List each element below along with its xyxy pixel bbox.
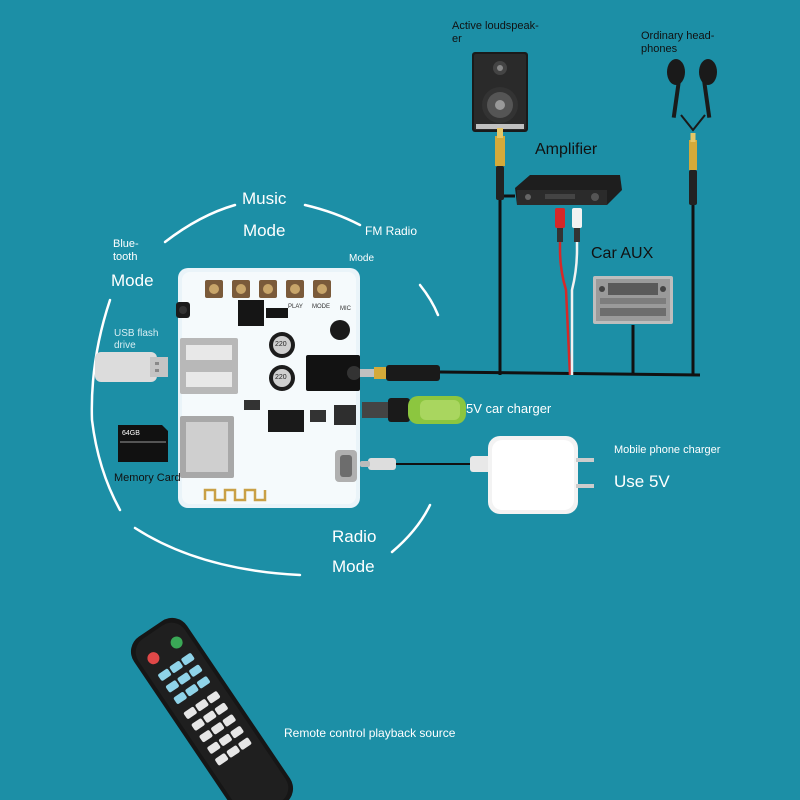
rca-plugs-icon	[555, 208, 582, 242]
amplifier-label: Amplifier	[535, 141, 598, 158]
arc-bottom-right	[390, 503, 432, 554]
mode-arcs	[90, 203, 440, 577]
sd-card-capacity: 64GB	[122, 430, 140, 437]
microphone-icon	[330, 320, 350, 340]
loudspeaker-icon	[472, 52, 528, 132]
remote-control-label: Remote control playback source	[284, 726, 456, 740]
phone-charger-icon	[360, 436, 594, 514]
amplifier-icon	[515, 175, 622, 205]
bluetooth-antenna-trace	[203, 488, 267, 502]
car-stereo-icon	[593, 276, 673, 324]
capacitor-label-1: 220	[275, 341, 287, 348]
rca-cables	[558, 210, 579, 376]
arc-bottom-left	[133, 526, 302, 577]
headphones-icon	[667, 59, 717, 132]
music-mode-label: Music Mode	[242, 189, 287, 240]
fm-radio-label: FM Radio	[365, 224, 418, 238]
board-silk-mic: MIC	[340, 306, 351, 312]
car-aux-label: Car AUX	[591, 245, 654, 262]
board-silk-mode: MODE	[312, 304, 330, 310]
capacitors	[269, 332, 295, 391]
memory-card-label: Memory Card	[114, 472, 181, 484]
rca-white-cable	[570, 210, 579, 375]
radio-mode-label: Radio Mode	[332, 527, 377, 576]
use-5v-label: Use 5V	[614, 472, 670, 491]
audio-plug-icon	[360, 365, 440, 381]
headphone-jack-icon	[689, 133, 697, 205]
audio-module-board	[176, 268, 361, 508]
arc-left	[90, 298, 122, 512]
mobile-phone-charger-label: Mobile phone charger	[614, 444, 721, 456]
usb-flash-drive-label: USB flash drive	[114, 328, 159, 351]
capacitor-label-2: 220	[275, 374, 287, 381]
ordinary-headphones-label: Ordinary head- phones	[641, 30, 715, 55]
arc-top-right	[303, 203, 362, 227]
board-silk-play: PLAY	[288, 304, 303, 310]
car-charger-label: 5V car charger	[466, 401, 552, 416]
rca-red-cable	[558, 210, 572, 376]
bluetooth-mode-label: Mode	[111, 271, 154, 290]
bluetooth-label: Blue- tooth	[113, 238, 139, 263]
memory-card-icon	[118, 425, 168, 462]
car-charger-icon	[362, 396, 466, 424]
arc-right	[418, 283, 440, 317]
fm-mode-label: Mode	[349, 253, 375, 264]
board-buttons	[205, 280, 331, 298]
remote-control-icon	[130, 617, 294, 800]
audio-jack-port	[306, 355, 360, 391]
arc-top-left	[163, 203, 237, 244]
active-loudspeaker-label: Active loudspeak- er	[452, 20, 539, 45]
speaker-jack-icon	[495, 128, 505, 200]
usb-flash-drive-icon	[95, 352, 168, 382]
